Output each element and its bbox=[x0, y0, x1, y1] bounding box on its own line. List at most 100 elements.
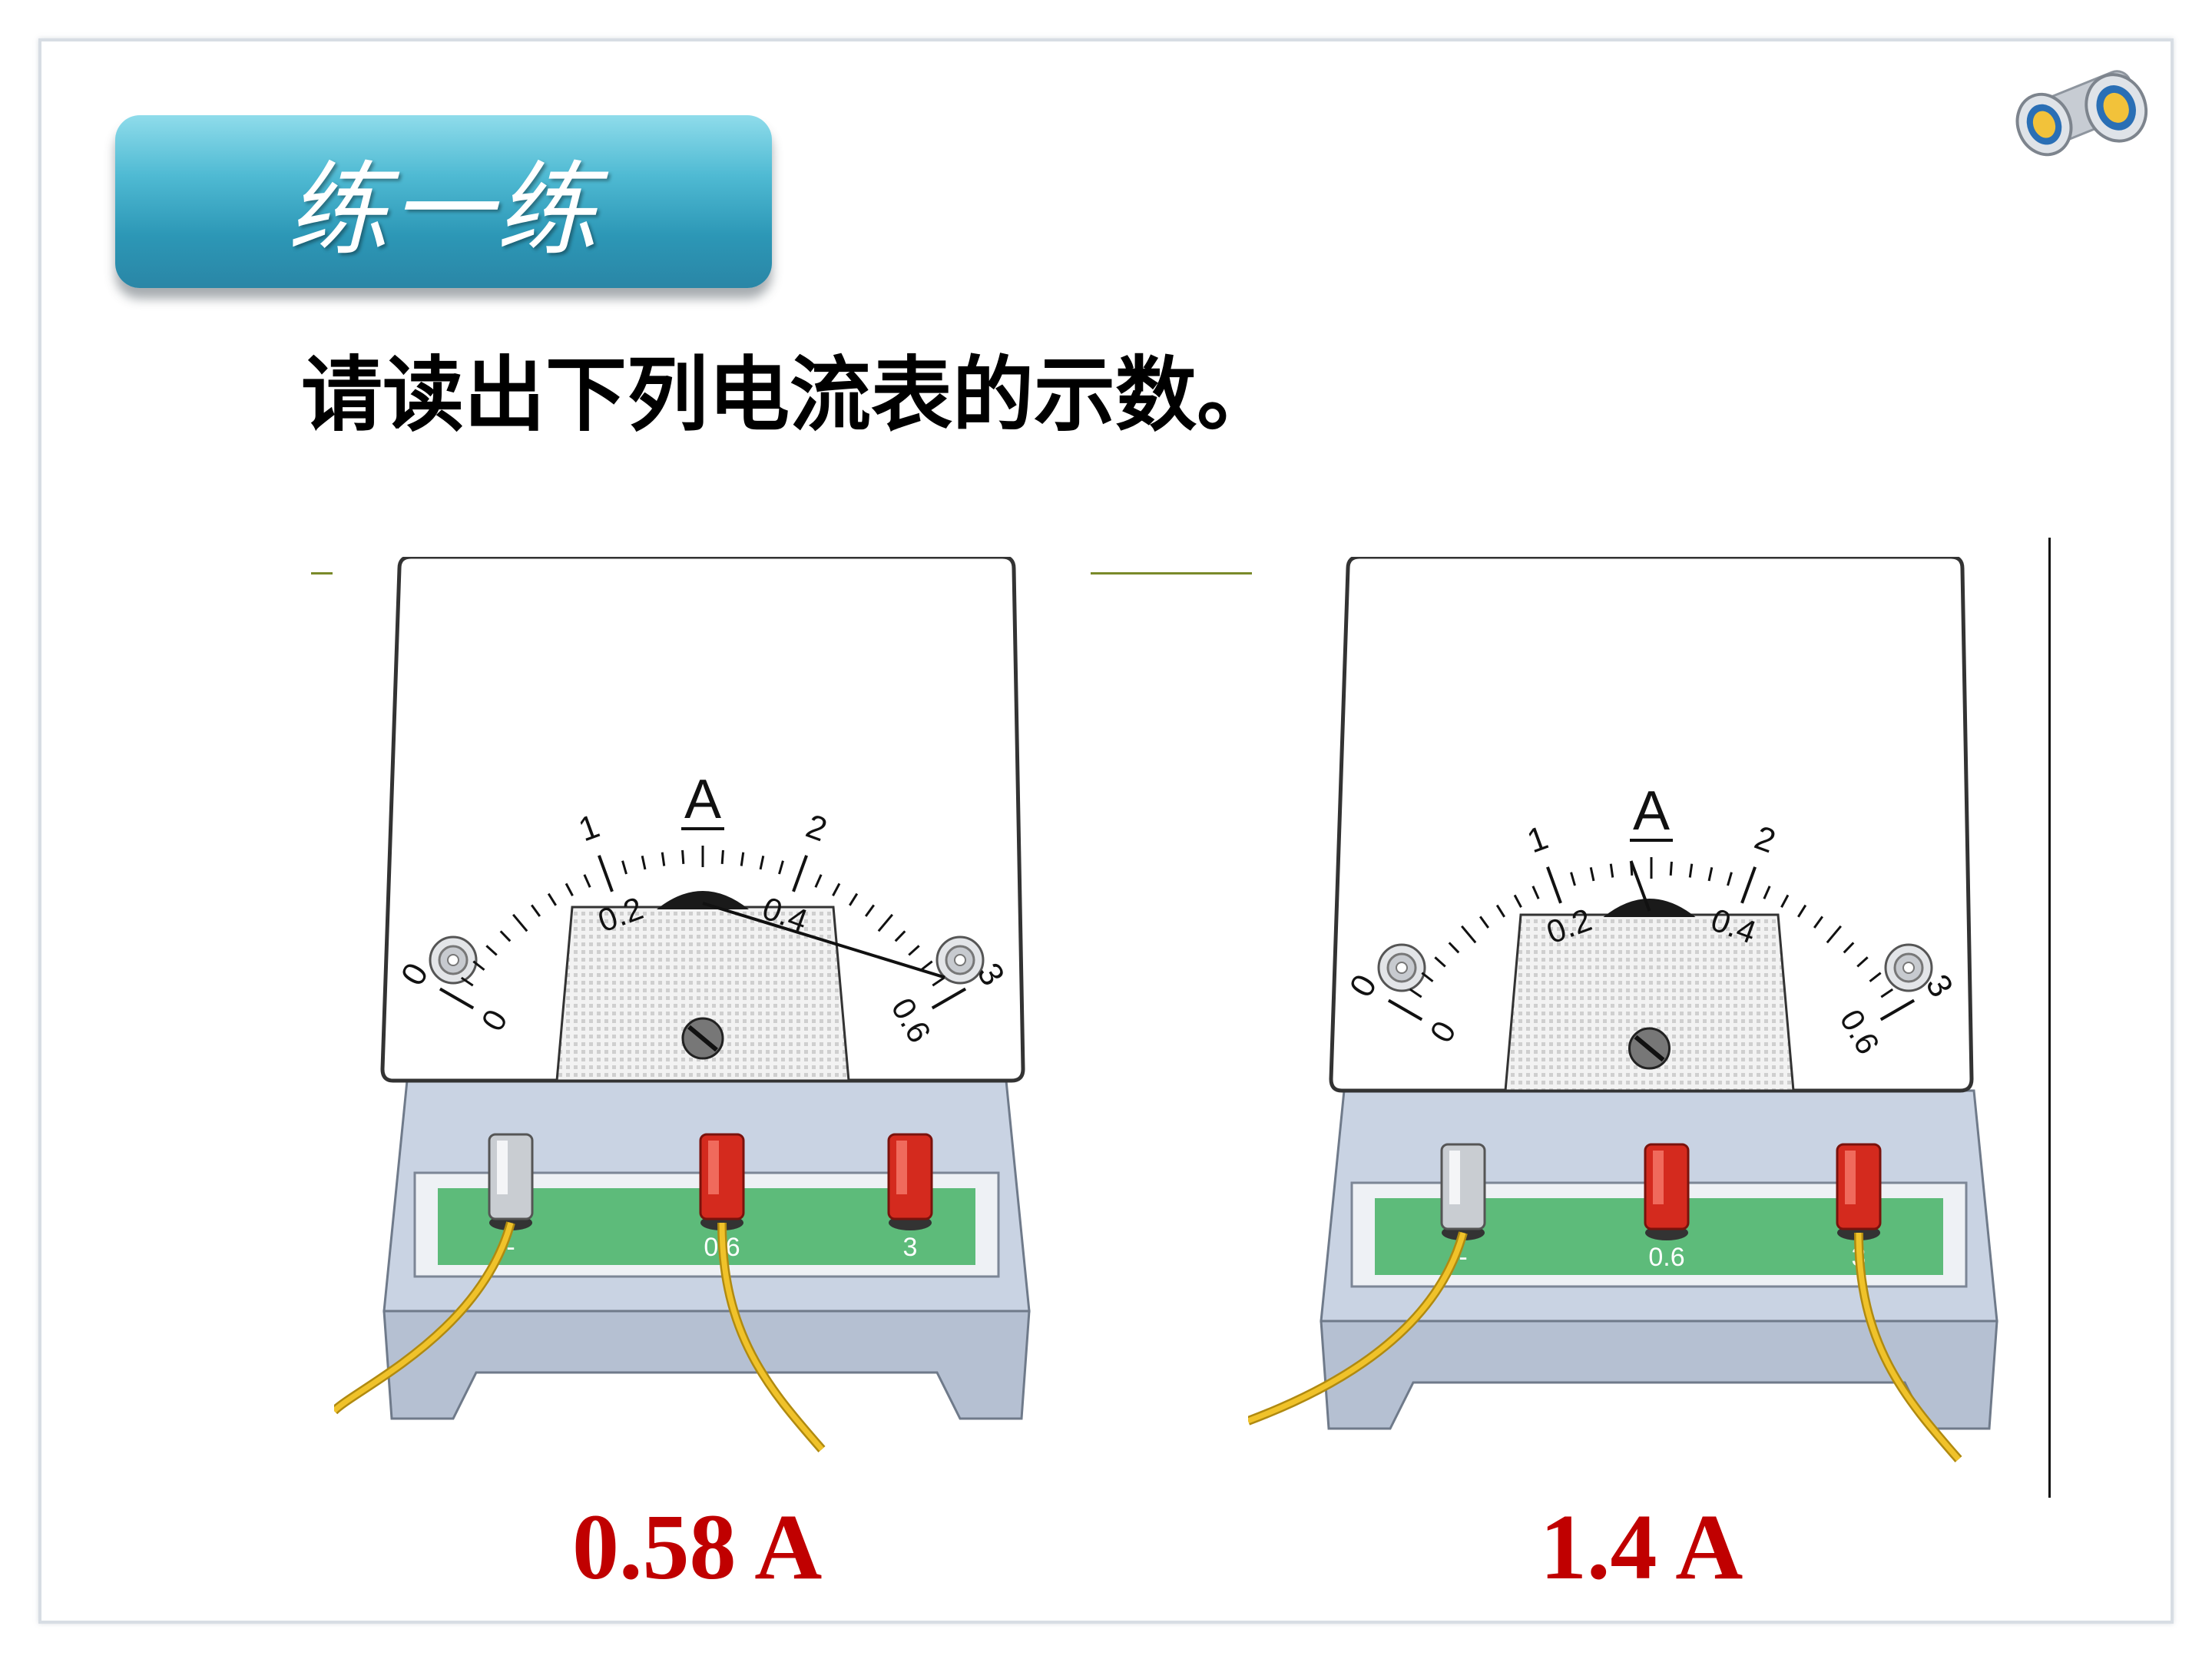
meter-face bbox=[1329, 557, 1974, 1093]
unit-symbol: A bbox=[684, 769, 721, 830]
red-terminal bbox=[699, 1133, 745, 1220]
scale-tick bbox=[641, 855, 647, 870]
scale-tick bbox=[565, 882, 574, 896]
slide-frame bbox=[38, 38, 2174, 1624]
scale-tick bbox=[1780, 894, 1790, 908]
black-terminal bbox=[488, 1133, 534, 1220]
scale-tick bbox=[547, 892, 557, 906]
scale-tick bbox=[1727, 872, 1733, 886]
terminal-highlight bbox=[497, 1141, 508, 1194]
scale-tick bbox=[621, 860, 628, 875]
title-text: 练一练 bbox=[286, 151, 601, 270]
answer-1: 0.58 A bbox=[572, 1495, 823, 1599]
decor-line-left bbox=[311, 572, 333, 575]
scale-tick bbox=[792, 855, 808, 892]
scale-tick bbox=[740, 852, 745, 866]
scale-tick bbox=[1707, 866, 1714, 882]
terminal-label: 3 bbox=[903, 1233, 918, 1262]
scale-tick bbox=[932, 976, 945, 987]
needle bbox=[702, 902, 945, 979]
needle bbox=[1629, 860, 1651, 912]
scale-tick bbox=[1546, 866, 1562, 904]
scale-tick bbox=[1880, 988, 1894, 998]
scale-tick bbox=[720, 849, 724, 864]
pivot-dome bbox=[657, 891, 749, 909]
scale-tick bbox=[814, 874, 823, 888]
question-text: 请读出下列电流表的示数。 bbox=[301, 348, 1278, 442]
scale-tick bbox=[894, 930, 906, 942]
scale-tick bbox=[908, 945, 920, 956]
scale-tick bbox=[1843, 942, 1855, 954]
scale-tick bbox=[1409, 988, 1422, 998]
decor-line-middle bbox=[1091, 572, 1252, 575]
terminal-label: - bbox=[506, 1233, 515, 1262]
scale-tick bbox=[1740, 866, 1757, 904]
red-terminal bbox=[887, 1133, 933, 1220]
meter-base-front bbox=[1320, 1320, 1998, 1430]
scale-tick bbox=[778, 860, 784, 875]
scale-tick bbox=[931, 987, 967, 1010]
scale-tick bbox=[1688, 863, 1694, 878]
terminal-label: - bbox=[1459, 1243, 1467, 1272]
scale-tick bbox=[1495, 904, 1505, 918]
terminal-highlight bbox=[1845, 1151, 1856, 1204]
scale-tick bbox=[1479, 916, 1490, 929]
scale-tick bbox=[472, 960, 485, 971]
scale-tick bbox=[1434, 956, 1446, 968]
scale-tick bbox=[849, 892, 859, 906]
unit-symbol: A bbox=[1633, 780, 1670, 842]
scale-tick bbox=[1448, 942, 1460, 954]
scale-tick bbox=[583, 874, 591, 888]
scale-tick bbox=[1856, 956, 1869, 968]
terminal-label: 0.6 bbox=[1648, 1243, 1684, 1272]
terminal-highlight bbox=[1653, 1151, 1664, 1204]
scale-tick bbox=[460, 976, 474, 987]
screw bbox=[1396, 962, 1408, 974]
divider-line bbox=[2048, 538, 2051, 1498]
scale-tick bbox=[1513, 894, 1522, 908]
wire-positive bbox=[1856, 1232, 1961, 1462]
scale-tick bbox=[1461, 925, 1477, 944]
scale-tick bbox=[1609, 863, 1614, 878]
scale-tick bbox=[1570, 872, 1576, 886]
meter-window bbox=[555, 906, 850, 1082]
scale-tick bbox=[1869, 972, 1882, 982]
scale-tick bbox=[920, 960, 933, 971]
scale-tick bbox=[1813, 916, 1823, 929]
scale-tick bbox=[512, 913, 528, 932]
scale-tick bbox=[1797, 904, 1807, 918]
scale-tick bbox=[1879, 998, 1916, 1022]
scale-tick bbox=[877, 913, 893, 932]
scale-tick bbox=[439, 987, 475, 1010]
red-terminal bbox=[1644, 1143, 1690, 1230]
scale-tick bbox=[1763, 886, 1771, 899]
scale-tick bbox=[598, 855, 614, 892]
scale-tick bbox=[661, 852, 666, 866]
screw bbox=[954, 954, 966, 966]
scale-tick bbox=[1532, 886, 1540, 899]
red-terminal bbox=[1836, 1143, 1882, 1230]
terminal-highlight bbox=[1449, 1151, 1460, 1204]
scale-tick bbox=[499, 930, 512, 942]
wire-positive bbox=[719, 1222, 824, 1452]
zero-adjust-slot bbox=[687, 1025, 718, 1052]
scale-tick bbox=[485, 945, 498, 956]
title-tab: 练一练 bbox=[115, 115, 772, 288]
terminal-highlight bbox=[896, 1141, 907, 1194]
scale-tick bbox=[1387, 998, 1423, 1022]
black-terminal bbox=[1440, 1143, 1486, 1230]
scale-tick bbox=[1421, 972, 1434, 982]
screw bbox=[1902, 962, 1915, 974]
binoculars-icon bbox=[2015, 70, 2148, 157]
meter-base-front bbox=[382, 1310, 1031, 1420]
wire-negative bbox=[1248, 1232, 1466, 1424]
scale-tick bbox=[1589, 866, 1595, 882]
scale-tick bbox=[681, 849, 685, 864]
scale-tick bbox=[832, 882, 841, 896]
wire-negative bbox=[334, 1222, 514, 1413]
scale-tick bbox=[1826, 925, 1842, 944]
meter-face bbox=[380, 557, 1025, 1083]
scale-tick bbox=[864, 904, 875, 917]
